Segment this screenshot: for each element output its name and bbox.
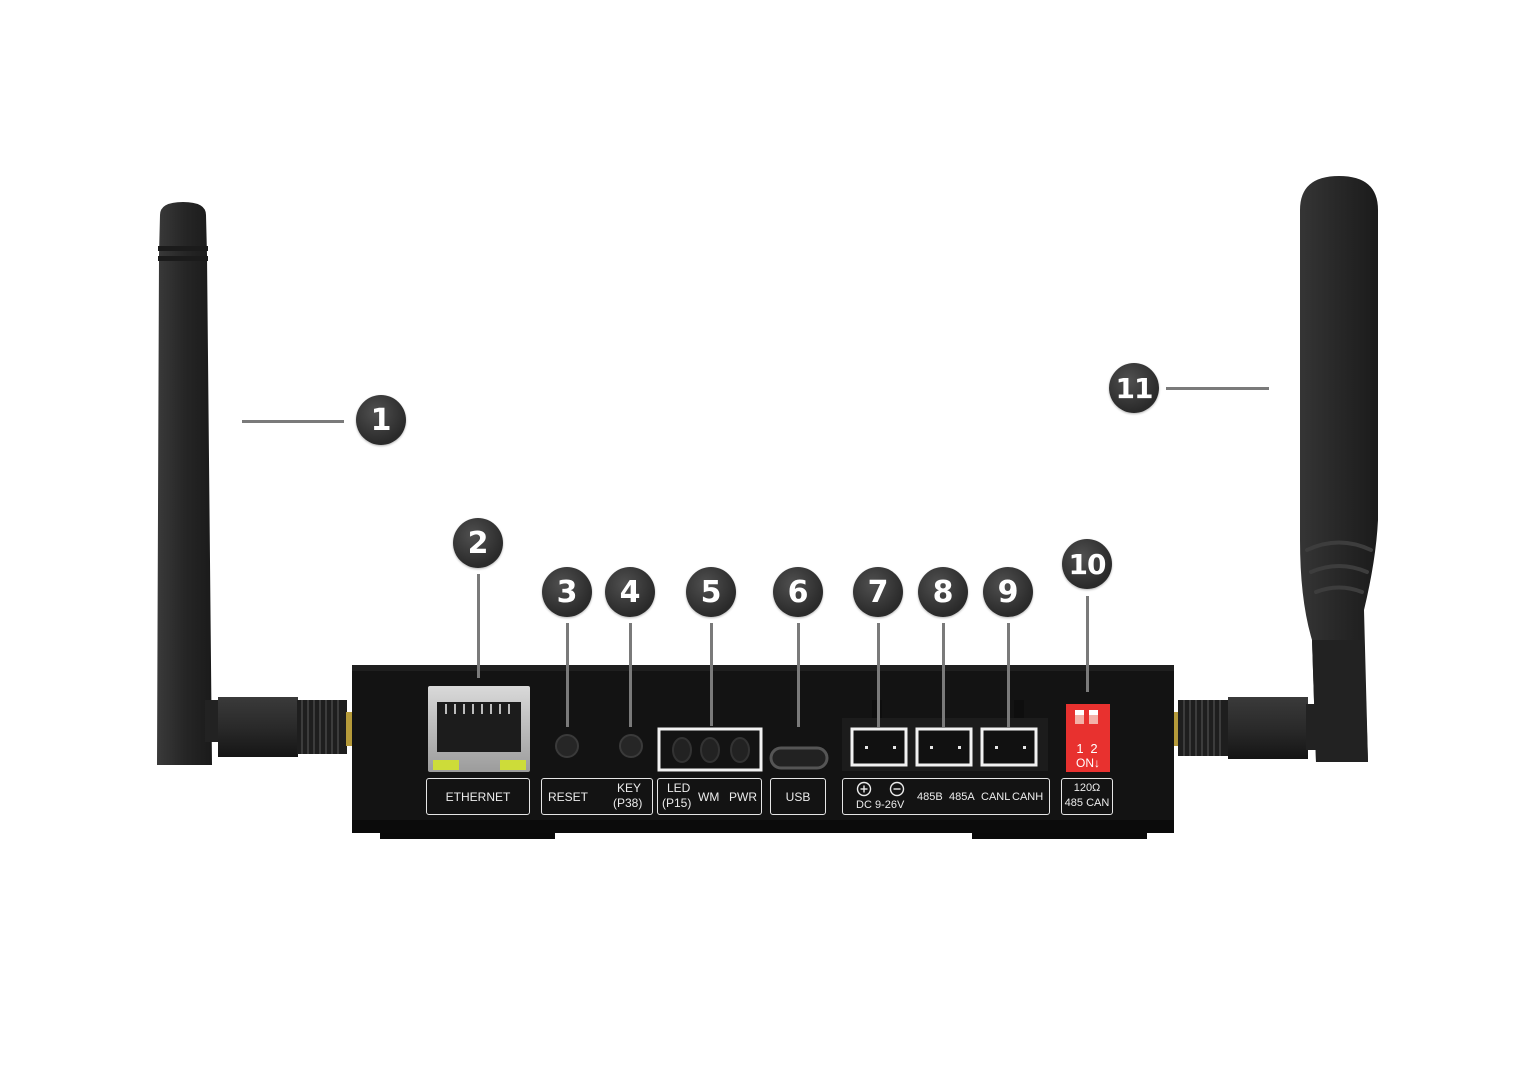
callout-11: 11: [1109, 363, 1159, 413]
callout-9: 9: [983, 567, 1033, 617]
terminal-block: [842, 700, 1048, 771]
callout-3: 3: [542, 567, 592, 617]
leader-line-11: [1166, 387, 1269, 390]
terminator-bus-label: 485 CAN: [1064, 797, 1110, 809]
led-label: LED: [667, 781, 691, 795]
callout-6: 6: [773, 567, 823, 617]
callout-4: 4: [605, 567, 655, 617]
leader-line-9: [1007, 623, 1010, 727]
leader-line-3: [566, 623, 569, 727]
wm-label: WM: [698, 790, 720, 804]
callout-5: 5: [686, 567, 736, 617]
callout-1: 1: [356, 395, 406, 445]
leader-line-2: [477, 574, 480, 678]
device-body: [352, 665, 1174, 839]
leader-line-8: [942, 623, 945, 727]
ethernet-jack: [428, 686, 530, 772]
led-label-box: [657, 778, 762, 815]
right-antenna: [1172, 176, 1378, 762]
led-indicators: [657, 727, 763, 772]
dip-pos-2: 2: [1090, 741, 1098, 756]
canh-label: CANH: [1012, 791, 1044, 803]
callout-10: 10: [1062, 539, 1112, 589]
reset-label: RESET: [548, 790, 589, 804]
terminator-label-box: [1061, 778, 1113, 815]
key-pin-label: (P38): [613, 796, 643, 810]
minus-circle-icon: [889, 781, 905, 797]
leader-line-1: [242, 420, 344, 423]
485b-label: 485B: [917, 791, 943, 803]
pwr-label: PWR: [729, 790, 757, 804]
usb-label: USB: [785, 790, 811, 804]
485a-label: 485A: [949, 791, 975, 803]
dc-label: DC 9-26V: [856, 799, 905, 811]
ethernet-label: ETHERNET: [445, 790, 511, 804]
canl-label: CANL: [981, 791, 1011, 803]
dip-pos-1: 1: [1076, 741, 1084, 756]
dip-on-label: ON↓: [1076, 756, 1100, 770]
leader-line-7: [877, 623, 880, 727]
led-pin-label: (P15): [662, 796, 692, 810]
key-button-graphic: [619, 734, 643, 758]
dip-switch: [1066, 704, 1110, 772]
plus-circle-icon: [856, 781, 872, 797]
usb-label-box: [770, 778, 826, 815]
callout-8: 8: [918, 567, 968, 617]
reset-key-label-box: [541, 778, 653, 815]
terminator-label: 120Ω: [1073, 782, 1101, 794]
callout-2: 2: [453, 518, 503, 568]
usb-port-graphic: [769, 746, 829, 770]
ethernet-label-box: [426, 778, 530, 815]
leader-line-5: [710, 623, 713, 726]
key-label: KEY: [617, 781, 642, 795]
terminal-label-box: [842, 778, 1050, 815]
left-antenna: [157, 202, 354, 765]
leader-line-4: [629, 623, 632, 727]
leader-line-10: [1086, 596, 1089, 692]
reset-button-graphic: [555, 734, 579, 758]
callout-7: 7: [853, 567, 903, 617]
leader-line-6: [797, 623, 800, 727]
